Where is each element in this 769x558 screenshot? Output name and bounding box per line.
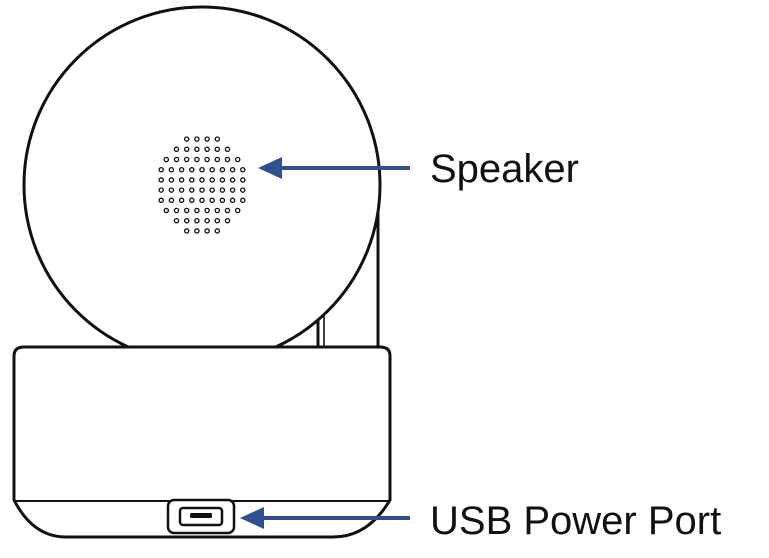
speaker-hole [209, 197, 215, 204]
speaker-hole [229, 187, 236, 193]
speaker-hole [194, 217, 200, 224]
speaker-hole [229, 177, 236, 183]
speaker-label: Speaker [430, 147, 579, 191]
speaker-hole [209, 187, 215, 193]
usb-callout: USB Power Port [240, 499, 721, 543]
speaker-hole [214, 217, 221, 224]
speaker-hole [168, 197, 175, 204]
speaker-hole [158, 197, 164, 204]
speaker-hole [224, 217, 231, 224]
speaker-hole [194, 136, 200, 142]
speaker-hole [204, 228, 210, 234]
speaker-hole [183, 207, 190, 214]
speaker-hole [229, 166, 236, 173]
speaker-hole [234, 207, 241, 214]
speaker-hole [158, 166, 164, 173]
speaker-hole [163, 156, 170, 163]
speaker-hole [214, 146, 221, 153]
speaker-hole [189, 187, 195, 193]
speaker-hole [219, 187, 226, 193]
speaker-hole [224, 156, 231, 163]
speaker-hole [168, 187, 175, 193]
speaker-hole [173, 207, 180, 214]
usb-port [166, 498, 236, 535]
speaker-hole [214, 136, 221, 142]
speaker-hole [168, 177, 175, 183]
speaker-hole [173, 156, 180, 163]
speaker-hole [163, 207, 170, 214]
speaker-hole [204, 217, 210, 224]
speaker-hole [178, 197, 185, 204]
speaker-hole [194, 146, 200, 153]
speaker-hole [209, 177, 215, 183]
speaker-hole [183, 156, 190, 163]
speaker-hole [229, 197, 236, 204]
speaker-hole [183, 136, 190, 142]
speaker-hole [178, 187, 185, 193]
usb-power-port-label: USB Power Port [430, 499, 721, 543]
camera-base [12, 345, 392, 539]
camera-head [22, 5, 382, 365]
speaker-hole [240, 187, 246, 193]
speaker-hole [168, 166, 175, 173]
camera-head-face [22, 5, 382, 365]
speaker-hole [224, 207, 231, 214]
speaker-hole [199, 197, 205, 204]
speaker-hole [189, 166, 195, 173]
speaker-arrowhead [258, 157, 282, 179]
speaker-hole [199, 166, 205, 173]
speaker-hole [204, 146, 210, 153]
speaker-hole [219, 177, 226, 183]
speaker-hole [240, 166, 246, 173]
speaker-hole [234, 156, 241, 163]
speaker-hole [199, 177, 205, 183]
speaker-callout: Speaker [258, 147, 579, 191]
usb-arrowhead [240, 507, 264, 529]
speaker-hole [194, 228, 200, 234]
speaker-hole [194, 207, 200, 214]
speaker-hole [204, 156, 210, 163]
speaker-hole [224, 146, 231, 153]
speaker-hole [178, 177, 185, 183]
speaker-hole [158, 177, 164, 183]
speaker-hole [189, 197, 195, 204]
speaker-hole [240, 197, 246, 204]
speaker-hole [214, 207, 221, 214]
speaker-hole [209, 166, 215, 173]
speaker-hole [183, 146, 190, 153]
speaker-hole [189, 177, 195, 183]
speaker-hole [194, 156, 200, 163]
speaker-hole [199, 187, 205, 193]
speaker-hole [173, 217, 180, 224]
speaker-hole [219, 166, 226, 173]
usb-port-contact [190, 513, 212, 518]
speaker-hole [214, 156, 221, 163]
speaker-hole [183, 217, 190, 224]
speaker-hole [204, 207, 210, 214]
speaker-hole [204, 136, 210, 142]
speaker-hole [240, 177, 246, 183]
speaker-hole [173, 146, 180, 153]
speaker-hole [219, 197, 226, 204]
speaker-grille [158, 136, 246, 234]
speaker-hole [178, 166, 185, 173]
speaker-hole [183, 228, 190, 234]
speaker-hole [158, 187, 164, 193]
speaker-hole [214, 228, 221, 234]
